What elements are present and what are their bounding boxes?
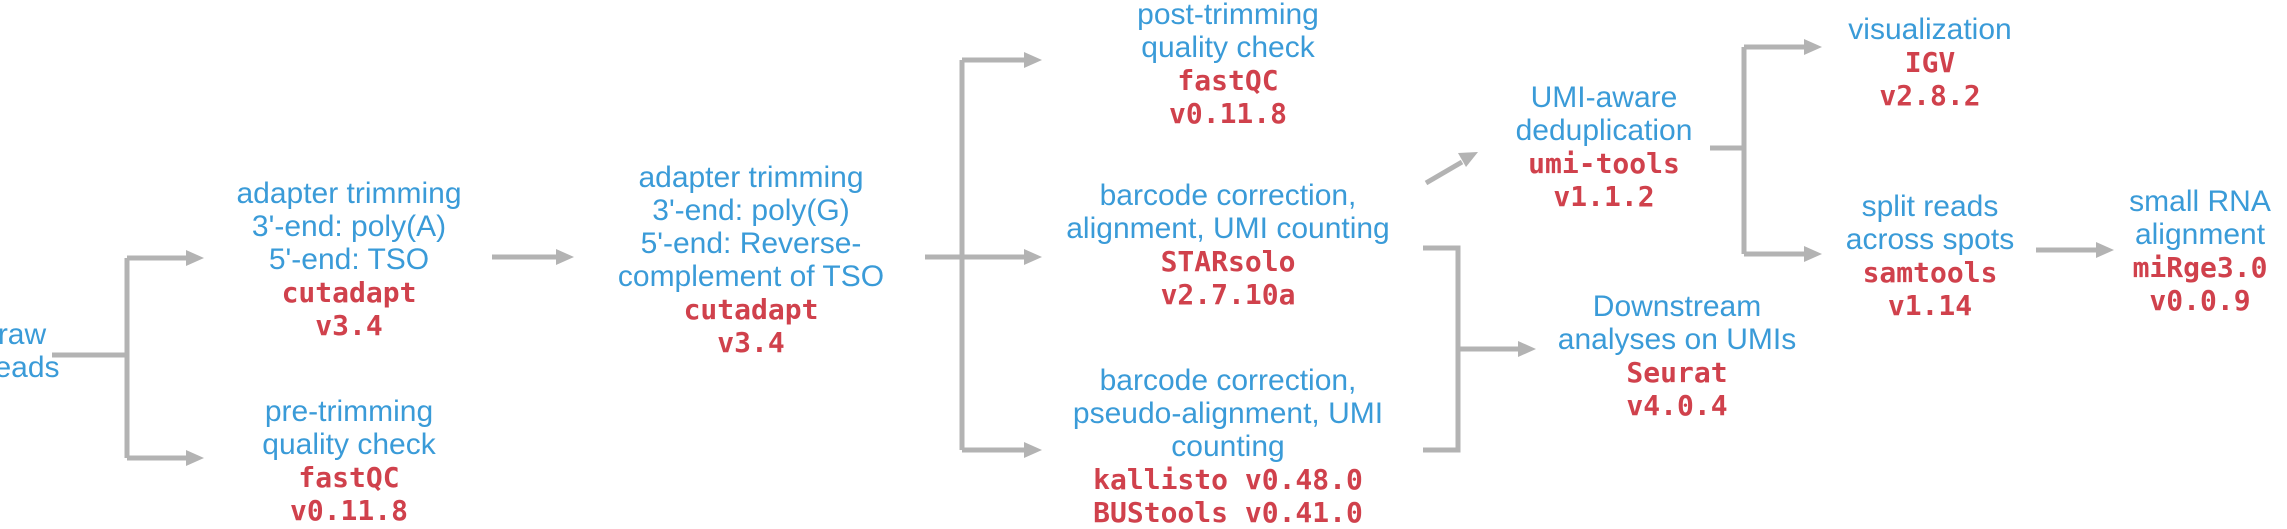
node-description: adapter trimming bbox=[236, 177, 462, 210]
node-description: pre-trimming bbox=[264, 395, 434, 428]
tool-name: fastQC bbox=[298, 461, 400, 494]
arrow-shaft bbox=[1424, 159, 1464, 186]
tool-version: v0.11.8 bbox=[1168, 97, 1288, 130]
tool-name: miRge3.0 bbox=[2132, 251, 2268, 284]
node-description: 5'-end: Reverse- bbox=[640, 227, 862, 260]
arrow-head bbox=[186, 450, 204, 466]
arrow-head bbox=[186, 250, 204, 266]
node-description: complement of TSO bbox=[617, 260, 885, 293]
node-description: visualization bbox=[1848, 13, 2012, 46]
tool-name: cutadapt bbox=[683, 293, 819, 326]
node-visualization: visualization IGV v2.8.2 bbox=[1848, 13, 2011, 112]
node-description: alignment bbox=[2134, 218, 2266, 251]
node-description: small RNA bbox=[2129, 185, 2271, 218]
tool-name: cutadapt bbox=[281, 276, 417, 309]
node-description: deduplication bbox=[1515, 114, 1693, 147]
node-description: barcode correction, bbox=[1099, 179, 1357, 212]
tool-version: v3.4 bbox=[315, 309, 383, 342]
tool-name: STARsolo bbox=[1160, 245, 1296, 278]
node-kallisto: barcode correction, pseudo-alignment, UM… bbox=[1073, 364, 1383, 529]
tool-version: v0.11.8 bbox=[289, 494, 408, 527]
tool-name: fastQC bbox=[1177, 64, 1279, 97]
node-description: raw bbox=[0, 318, 47, 351]
node-description: 5'-end: TSO bbox=[268, 243, 430, 276]
arrow-head bbox=[2096, 242, 2114, 258]
node-description: post-trimming bbox=[1137, 0, 1319, 31]
merge-line bbox=[1423, 245, 1461, 453]
node-description: quality check bbox=[1141, 31, 1315, 64]
node-description: across spots bbox=[1845, 223, 2015, 256]
node-description: barcode correction, bbox=[1099, 364, 1357, 397]
node-description: reads bbox=[0, 351, 60, 384]
tool-name: kallisto v0.48.0 bbox=[1093, 463, 1363, 496]
tool-version: v3.4 bbox=[717, 326, 785, 359]
tool-version: v4.0.4 bbox=[1626, 389, 1728, 422]
arrow-head bbox=[1024, 249, 1042, 265]
node-description: 3'-end: poly(G) bbox=[652, 194, 850, 227]
node-adapter-trimming-2: adapter trimming 3'-end: poly(G) 5'-end:… bbox=[618, 161, 884, 359]
node-description: split reads bbox=[1861, 190, 1999, 223]
node-description: counting bbox=[1171, 430, 1285, 463]
node-description: alignment, UMI counting bbox=[1066, 212, 1390, 245]
node-split-reads: split reads across spots samtools v1.14 bbox=[1846, 190, 2014, 322]
node-description: quality check bbox=[262, 428, 436, 461]
node-adapter-trimming-1: adapter trimming 3'-end: poly(A) 5'-end:… bbox=[236, 177, 461, 342]
arrow-head bbox=[1458, 152, 1478, 167]
tool-name: umi-tools bbox=[1528, 147, 1680, 180]
arrow-head bbox=[1024, 442, 1042, 458]
tool-name: samtools bbox=[1862, 256, 1998, 289]
node-downstream-analyses: Downstream analyses on UMIs Seurat v4.0.… bbox=[1558, 290, 1796, 422]
tool-version: v0.0.9 bbox=[2149, 284, 2251, 317]
node-raw-reads: raw reads bbox=[0, 318, 60, 384]
arrow-head bbox=[1804, 246, 1822, 262]
tool-version: v1.14 bbox=[1887, 289, 1973, 322]
node-description: analyses on UMIs bbox=[1557, 323, 1797, 356]
node-small-rna-alignment: small RNA alignment miRge3.0 v0.0.9 bbox=[2129, 185, 2271, 317]
tool-name: IGV bbox=[1904, 46, 1956, 79]
node-description: UMI-aware bbox=[1530, 81, 1678, 114]
arrow-head bbox=[1518, 341, 1536, 357]
node-description: adapter trimming bbox=[638, 161, 864, 194]
node-description: 3'-end: poly(A) bbox=[251, 210, 447, 243]
tool-version: v2.8.2 bbox=[1879, 79, 1981, 112]
node-post-trimming-qc: post-trimming quality check fastQC v0.11… bbox=[1137, 0, 1319, 130]
arrow-head bbox=[556, 249, 574, 265]
tool-version: v1.1.2 bbox=[1553, 180, 1655, 213]
node-starsolo: barcode correction, alignment, UMI count… bbox=[1066, 179, 1390, 311]
tool-name: BUStools v0.41.0 bbox=[1093, 496, 1363, 529]
node-umi-deduplication: UMI-aware deduplication umi-tools v1.1.2 bbox=[1516, 81, 1693, 213]
arrow-head bbox=[1804, 39, 1822, 55]
node-description: Downstream bbox=[1592, 290, 1762, 323]
node-description: pseudo-alignment, UMI bbox=[1072, 397, 1384, 430]
tool-version: v2.7.10a bbox=[1160, 278, 1296, 311]
arrow-head bbox=[1024, 52, 1042, 68]
node-pre-trimming-qc: pre-trimming quality check fastQC v0.11.… bbox=[262, 395, 435, 527]
tool-name: Seurat bbox=[1626, 356, 1728, 389]
